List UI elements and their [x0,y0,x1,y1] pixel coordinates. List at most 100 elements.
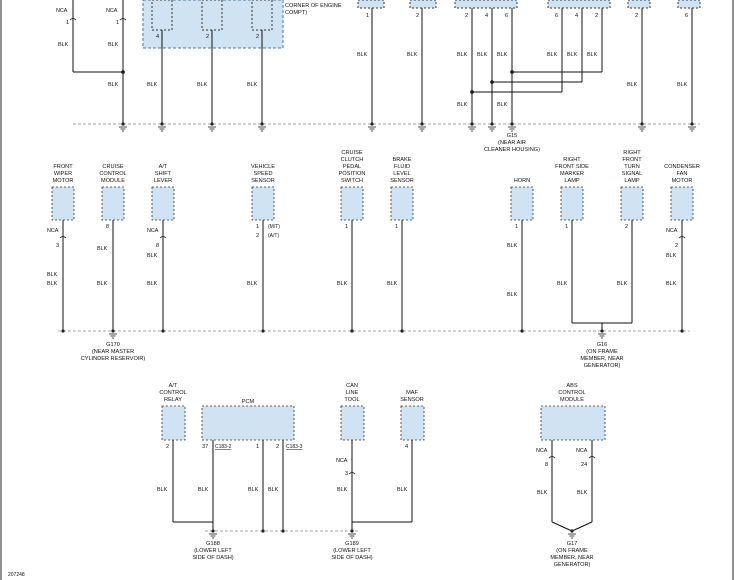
can-pin: 3 [345,471,348,477]
top-connector-i [677,0,701,9]
condenser-name-3: MOTOR [672,178,693,184]
g17-desc-2: MEMBER, NEAR [550,555,593,561]
bottom-section: A/T CONTROL RELAY PCM CAN LINE TOOL MAF … [8,383,606,578]
g16-desc-3: GENERATOR) [584,363,621,369]
abs-blk-2: BLK [577,490,588,496]
abs-name-3: MODULE [560,397,584,403]
turn-name-1: RIGHT [623,150,641,156]
middle-component-names: FRONT WIPER MOTOR CRUISE CONTROL MODULE … [53,150,700,184]
brakefluid-name-4: SENSOR [390,178,414,184]
pcm-c183-2: C183-2 [215,444,232,450]
pcm-blk-3: BLK [268,487,279,493]
top-wires [72,0,693,124]
horn-pin: 1 [515,224,518,230]
top-ground-terminals [121,122,694,126]
relay-name-2: CONTROL [159,390,186,396]
top-connector-f [454,0,518,9]
maf-name-1: MAF [406,390,418,396]
top-blk-8: BLK [407,52,418,58]
pcm-c183-3: C183-3 [286,444,303,450]
top-nca-1: NCA [56,8,68,14]
vss-pin2-note: (A/T) [268,233,279,239]
turn-name-5: LAMP [624,178,640,184]
top-blk-1: BLK [58,42,69,48]
g17-desc-1: (ON FRAME [556,548,588,554]
marker-name-4: LAMP [564,178,580,184]
cruise-name-1: CRUISE [102,164,123,170]
top-pin-2: 2 [206,34,209,40]
abs-pin8: 8 [545,462,548,468]
top-pin-4: 4 [156,34,159,40]
marker-pin: 1 [565,224,568,230]
vss-name-2: SPEED [254,171,273,177]
bottom-connector-arcs [348,456,596,475]
figure-id: 207248 [8,572,25,578]
wiper-pin: 3 [56,243,59,249]
top-pin-1a: 1 [66,20,69,26]
middle-section: FRONT WIPER MOTOR CRUISE CONTROL MODULE … [47,150,700,369]
wiper-name-3: MOTOR [53,178,74,184]
top-connector-d [357,0,385,9]
pcm-pin2: 2 [276,444,279,450]
g16-label: G16 [597,342,608,348]
brakefluid-name-2: FLUID [394,164,410,170]
g15-desc-2: CLEANER HOUSING) [484,147,540,153]
g189-desc-2: SIDE OF DASH) [331,555,372,561]
shift-blk-2: BLK [147,281,158,287]
vss-pin-1: 1 [256,224,259,230]
can-nca: NCA [336,458,348,464]
top-blk-2: BLK [108,42,119,48]
condenser-name-1: CONDENSER [664,164,700,170]
middle-connector-arcs [59,236,686,239]
pcm-pin37: 37 [202,444,208,450]
top-pin-2e: 2 [595,13,598,19]
top-blk-9: BLK [457,52,468,58]
g16-desc-1: (ON FRAME [586,349,618,355]
vss-name-1: VEHICLE [251,164,275,170]
shift-name-3: LEVER [154,178,172,184]
shift-pin: 8 [156,243,159,249]
g188-label: G188 [206,541,220,547]
top-pin-2d: 2 [465,13,468,19]
engine-corner-note-2: COMPT) [285,10,307,16]
cruise-pin: 8 [106,224,109,230]
clutch-pin: 1 [345,224,348,230]
abs-blk-1: BLK [537,490,548,496]
top-blk-15: BLK [457,102,468,108]
abs-nca-1: NCA [536,448,548,454]
marker-name-2: FRONT SIDE [555,164,589,170]
middle-ground-symbols [109,333,606,339]
abs-name-1: ABS [566,383,577,389]
pcm-blk-1: BLK [198,487,209,493]
top-section: CORNER OF ENGINE COMPT) [56,0,701,153]
clutch-name-3: PEDAL [343,164,361,170]
bottom-ground-labels: G188 (LOWER LEFT SIDE OF DASH) G189 (LOW… [192,541,593,568]
clutch-blk: BLK [337,281,348,287]
pcm-blk-2: BLK [248,487,259,493]
top-pin-1c: 1 [366,13,369,19]
can-name-3: TOOL [344,397,359,403]
shift-nca: NCA [147,228,159,234]
top-blk-18: BLK [677,82,688,88]
g170-label: G170 [106,342,120,348]
top-pin-2b: 2 [256,34,259,40]
top-connector-e [409,0,437,9]
cruise-blk-1: BLK [97,246,108,252]
top-blk-16: BLK [497,102,508,108]
vss-pin1-note: (M/T) [268,224,280,230]
marker-name-1: RIGHT [563,157,581,163]
top-connector-g [547,0,611,9]
top-splice-dots [121,70,514,94]
g15-label: G15 [507,133,518,139]
relay-name-3: RELAY [164,397,182,403]
bottom-component-names: A/T CONTROL RELAY PCM CAN LINE TOOL MAF … [159,383,585,405]
wiper-name-1: FRONT [53,164,73,170]
pcm-pin1: 1 [256,444,259,450]
marker-blk: BLK [557,281,568,287]
top-pin-6c: 6 [685,13,688,19]
maf-name-2: SENSOR [400,397,424,403]
top-blk-17: BLK [627,82,638,88]
shift-blk-1: BLK [147,253,158,259]
can-name-1: CAN [346,383,358,389]
